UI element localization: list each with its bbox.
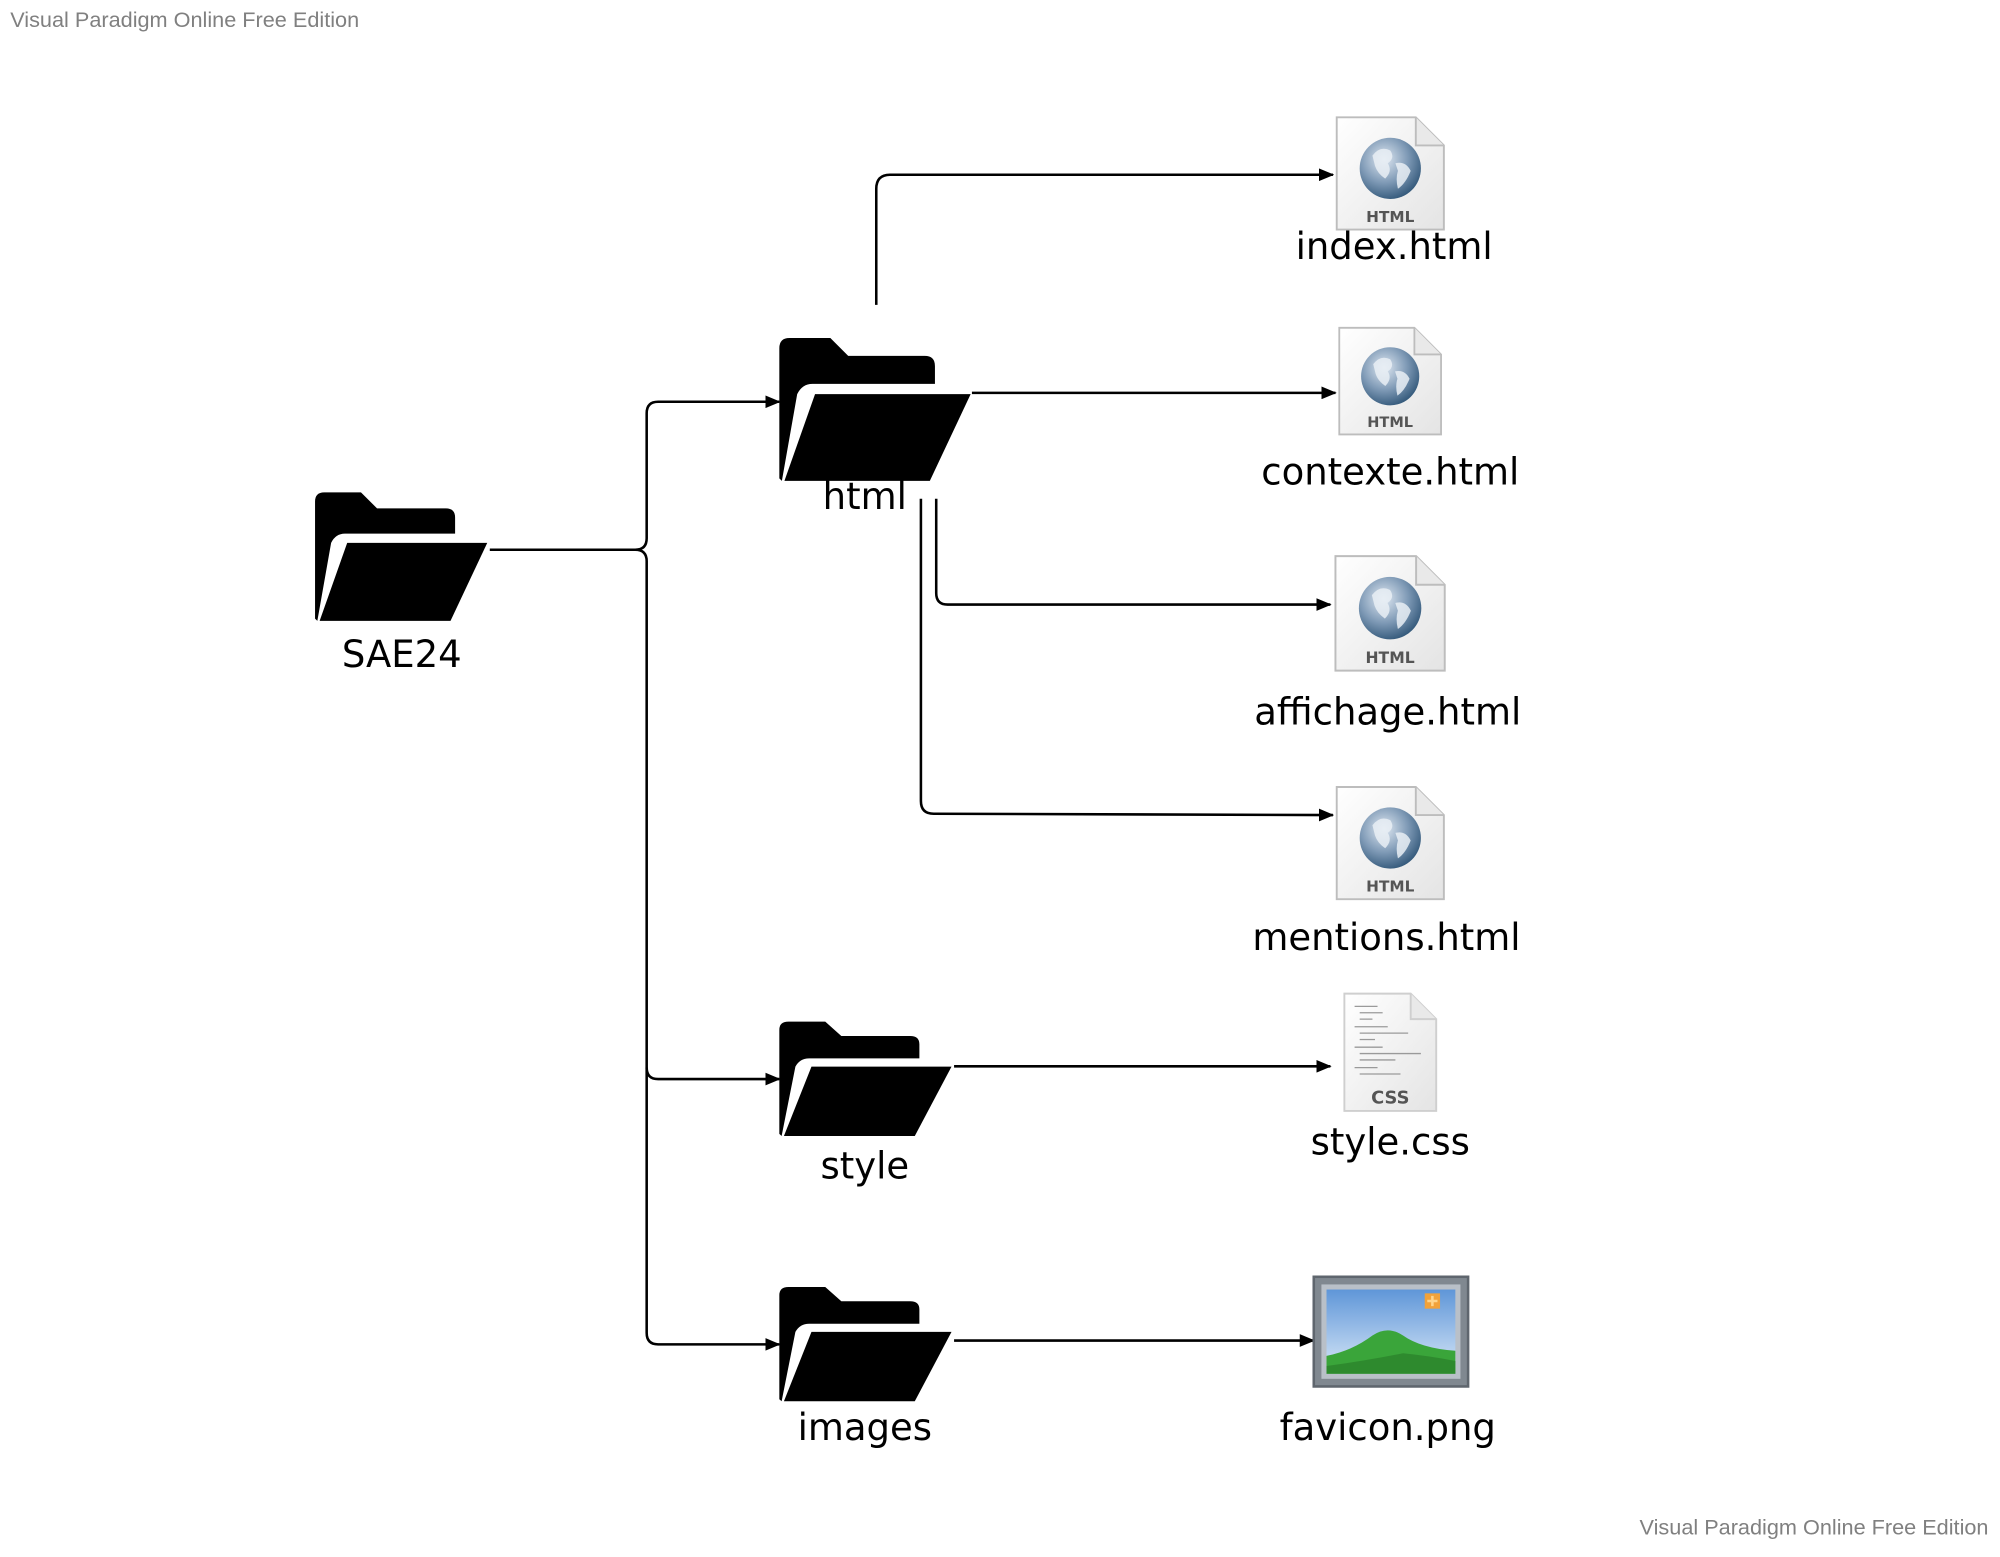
css-file-icon: CSS <box>1343 992 1438 1112</box>
edge-html-affichage <box>934 498 1332 611</box>
node-sae24[interactable]: SAE24 <box>315 492 488 676</box>
node-label: images <box>798 1406 932 1449</box>
edge-root-html <box>489 395 781 552</box>
node-label: style <box>820 1145 909 1188</box>
edge-html-index <box>874 168 1335 305</box>
folder-open-icon <box>779 1021 952 1136</box>
html-file-icon-text: HTML <box>1366 208 1414 226</box>
edge-root-images <box>645 1067 781 1351</box>
node-label: contexte.html <box>1261 451 1519 494</box>
node-contexte-html[interactable]: HTML contexte.html <box>1261 326 1519 494</box>
edge-root-style <box>635 548 781 1086</box>
folder-open-icon <box>315 492 488 621</box>
node-label: html <box>823 475 907 518</box>
folder-open-icon <box>779 1286 952 1402</box>
watermark-top: Visual Paradigm Online Free Edition <box>10 7 359 32</box>
node-mentions-html[interactable]: HTML mentions.html <box>1252 786 1521 959</box>
node-style-folder[interactable]: style <box>779 1021 952 1188</box>
folder-open-icon <box>779 338 971 481</box>
node-style-css[interactable]: CSS style.css <box>1311 992 1470 1164</box>
node-label: index.html <box>1296 225 1493 268</box>
html-file-icon-text: HTML <box>1367 415 1413 431</box>
css-file-icon-text: CSS <box>1371 1087 1409 1108</box>
html-file-icon: HTML <box>1335 116 1445 231</box>
node-label: mentions.html <box>1252 916 1520 959</box>
edges <box>489 168 1337 1351</box>
html-file-icon-text: HTML <box>1365 649 1414 667</box>
html-file-icon: HTML <box>1335 786 1445 901</box>
html-file-icon: HTML <box>1334 555 1446 672</box>
edge-html-mentions <box>919 498 1335 822</box>
node-favicon-png[interactable]: favicon.png <box>1280 1275 1496 1449</box>
node-images-folder[interactable]: images <box>779 1286 952 1449</box>
node-label: style.css <box>1311 1120 1470 1163</box>
html-file-icon: HTML <box>1338 326 1442 436</box>
node-label: affichage.html <box>1254 690 1521 733</box>
node-html-folder[interactable]: html <box>779 338 971 518</box>
node-label: SAE24 <box>342 633 462 676</box>
watermark-bottom: Visual Paradigm Online Free Edition <box>1640 1514 1989 1539</box>
html-file-icon-text: HTML <box>1366 878 1414 896</box>
node-label: favicon.png <box>1280 1406 1496 1449</box>
node-index-html[interactable]: HTML index.html <box>1296 116 1493 268</box>
node-affichage-html[interactable]: HTML affichage.html <box>1254 555 1521 733</box>
image-file-icon <box>1312 1275 1470 1388</box>
